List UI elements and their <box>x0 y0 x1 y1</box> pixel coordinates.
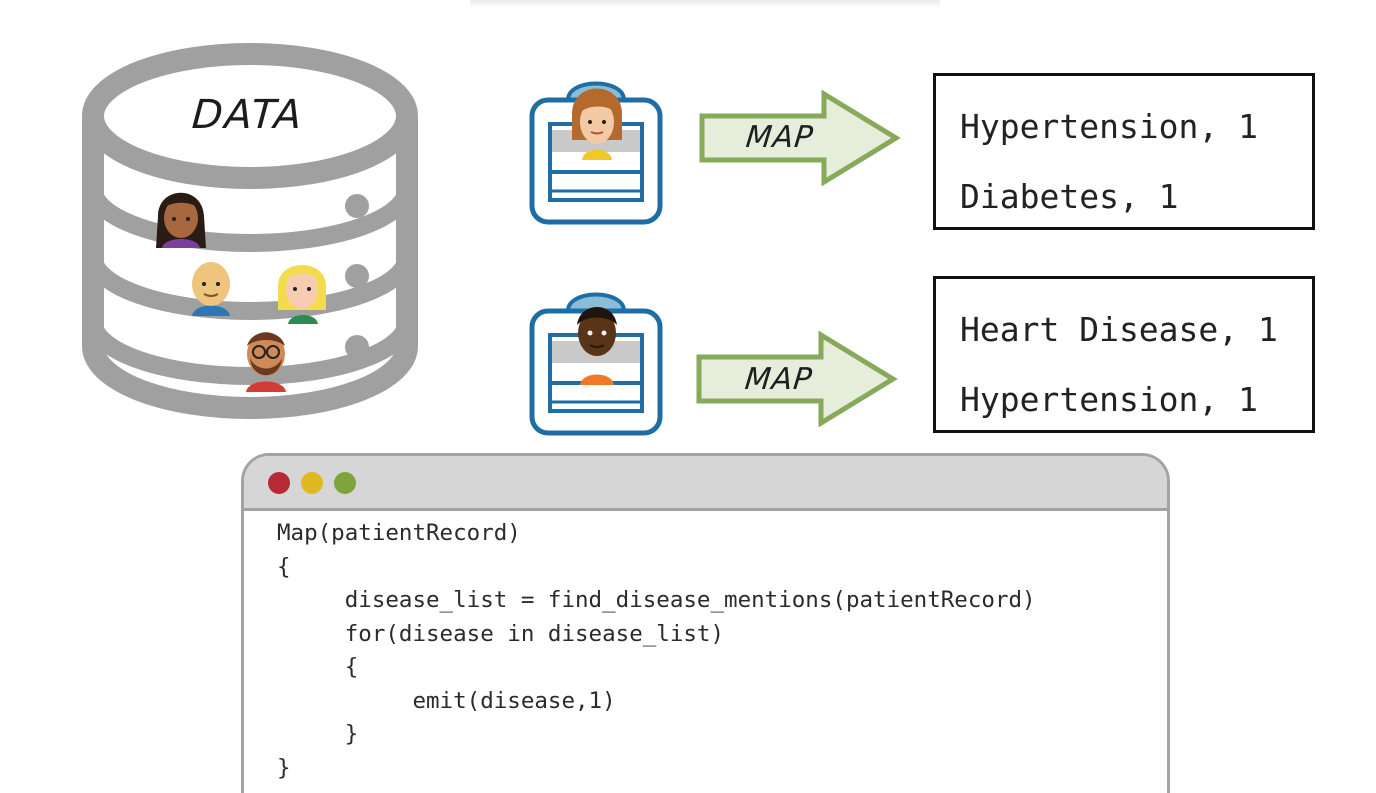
person-avatar-icon <box>278 265 326 324</box>
map-arrow-icon <box>696 331 898 427</box>
indicator-dot-icon <box>345 194 369 218</box>
code-line: Map(patientRecord) <box>277 520 521 546</box>
map-arrow-label: MAP <box>743 362 815 397</box>
database-label: DATA <box>190 92 305 138</box>
person-avatar-icon <box>246 332 286 392</box>
indicator-dot-icon <box>345 264 369 288</box>
map-output-line: Hypertension, 1 <box>960 380 1259 419</box>
top-edge-shadow <box>470 0 940 8</box>
map-arrow-label: MAP <box>744 120 816 155</box>
code-line: { <box>277 553 291 580</box>
map-output-box: Hypertension, 1 Diabetes, 1 <box>933 73 1315 230</box>
code-line: emit(disease,1) <box>277 687 616 714</box>
code-block: Map(patientRecord) { disease_list = find… <box>244 511 1167 785</box>
maximize-window-icon <box>334 472 356 494</box>
window-titlebar <box>244 456 1167 511</box>
code-line: } <box>277 721 359 747</box>
person-avatar-icon <box>192 262 230 316</box>
person-avatar-icon <box>156 192 206 248</box>
map-arrow-icon <box>699 90 901 186</box>
close-window-icon <box>268 472 290 494</box>
code-line: { <box>277 654 359 680</box>
code-line: disease_list = find_disease_mentions(pat… <box>277 587 1036 613</box>
indicator-dot-icon <box>345 335 369 359</box>
database-icon <box>82 43 418 419</box>
patient-card-icon <box>529 292 663 436</box>
map-output-box: Heart Disease, 1 Hypertension, 1 <box>933 276 1315 433</box>
code-line: } <box>277 754 291 781</box>
map-output-line: Heart Disease, 1 <box>960 310 1278 349</box>
patient-card-icon <box>529 81 663 225</box>
map-output-line: Hypertension, 1 <box>960 107 1259 146</box>
map-output-line: Diabetes, 1 <box>960 177 1179 216</box>
minimize-window-icon <box>301 472 323 494</box>
code-line: for(disease in disease_list) <box>277 620 725 647</box>
code-window: Map(patientRecord) { disease_list = find… <box>241 453 1170 793</box>
